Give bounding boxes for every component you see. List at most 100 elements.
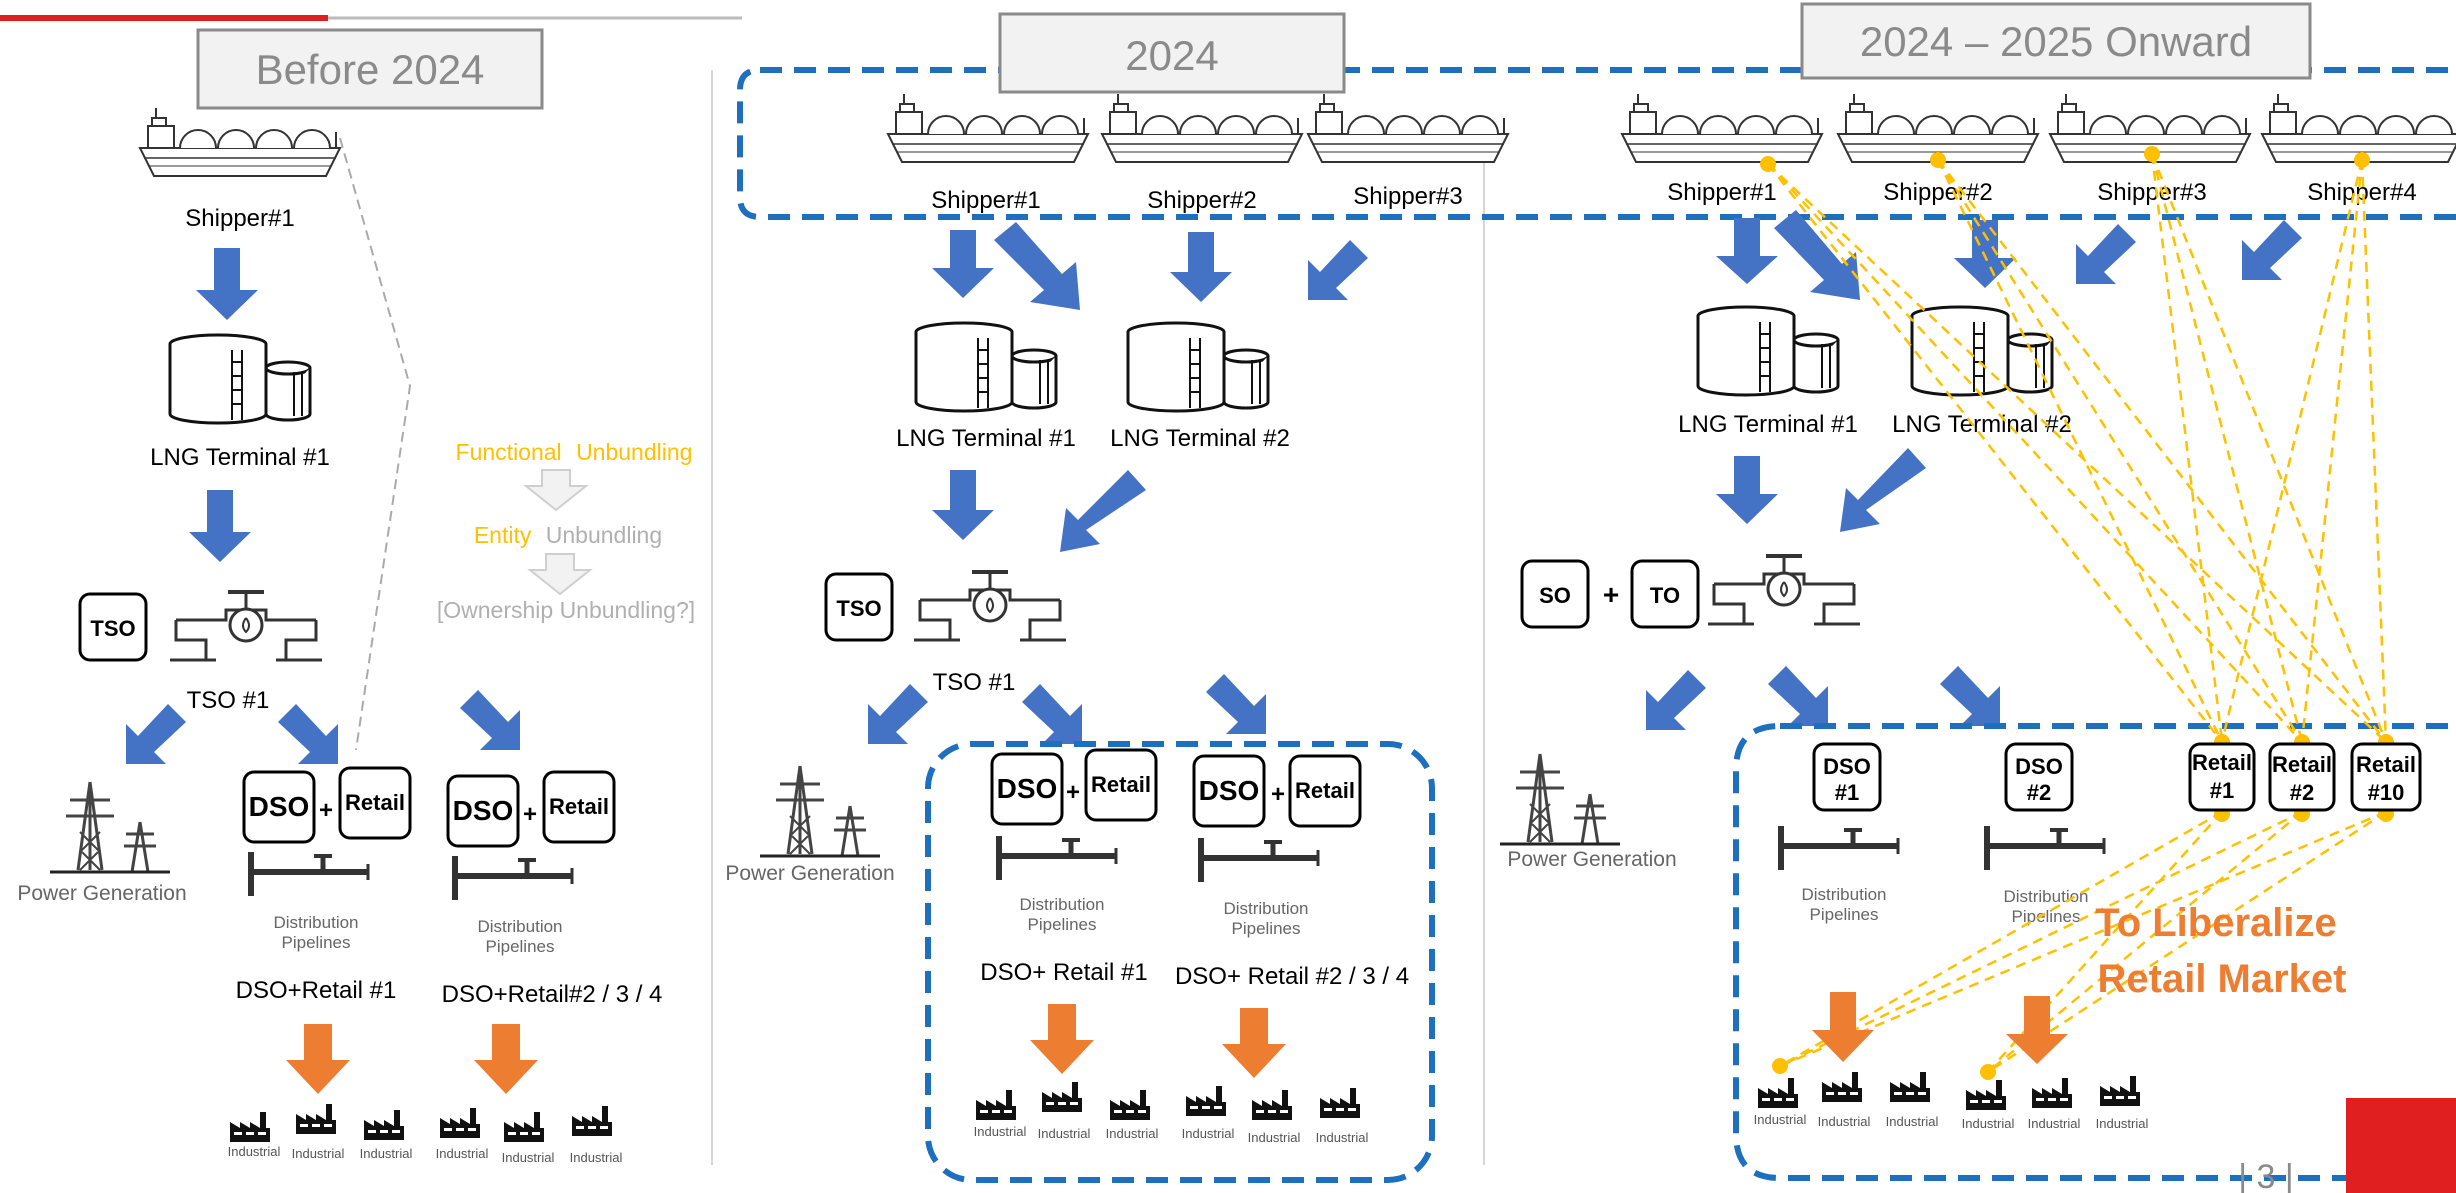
industrial-label: Industrial — [436, 1146, 489, 1161]
factory-icon — [1042, 1082, 1082, 1112]
y2024-retail1-label: Retail — [1091, 772, 1151, 797]
y2024-arrow-s1-t1-b — [994, 222, 1080, 310]
onward-regulated-dashed-box — [1733, 723, 2456, 1181]
factory-icon — [504, 1112, 544, 1142]
link-s2-r10 — [1937, 159, 2387, 743]
factory-icon — [976, 1090, 1016, 1120]
lng-tank-icon — [168, 333, 312, 425]
industrial-label: Industrial — [502, 1150, 555, 1165]
power-pylon-icon — [1498, 752, 1622, 846]
before-shipper-label: Shipper#1 — [185, 205, 294, 232]
onward-dso1-box — [1812, 742, 1882, 812]
industrial-label: Industrial — [1106, 1126, 1159, 1141]
title-2024: 2024 — [998, 12, 1346, 94]
industrial-label: Industrial — [1754, 1112, 1807, 1127]
before-dso1-box — [242, 770, 316, 844]
ship-icon — [2261, 93, 2456, 163]
onward-orange-arrow-a — [1812, 992, 1874, 1062]
before-group-b-label: DSO+Retail#2 / 3 / 4 — [442, 981, 663, 1008]
onward-arrow-to-dso2 — [1940, 666, 2000, 726]
y2024-arrow-t1-tso — [932, 470, 994, 540]
link-s1-r2 — [1767, 163, 2303, 743]
pipelines-label-2: Pipelines — [1028, 915, 1097, 934]
y2024-tso-box-label: TSO — [836, 596, 881, 621]
onward-dso2-label-a: DSO — [2015, 754, 2063, 779]
factory-icon — [230, 1112, 270, 1142]
before-dso1-label: DSO — [249, 791, 310, 822]
onward-terminal-2-label: LNG Terminal #2 — [1892, 411, 2072, 438]
before-retail1-label: Retail — [345, 790, 405, 815]
factory-icon — [296, 1104, 336, 1134]
y2024-arrow-s3-t2 — [1308, 240, 1368, 300]
before-tso-box-label: TSO — [90, 616, 135, 641]
onward-arrow-s3-t2 — [2076, 224, 2136, 284]
title-2024-onward: 2024 – 2025 Onward — [1800, 2, 2312, 80]
y2024-arrow-s1-t1 — [932, 230, 994, 298]
link-endpoints — [1760, 146, 2394, 1080]
y2024-terminals: LNG Terminal #1 LNG Terminal #2 — [896, 321, 1290, 452]
onward-shipper-1-label: Shipper#1 — [1667, 179, 1776, 206]
factory-icon — [1890, 1072, 1930, 1102]
onward-retail1-box — [2188, 742, 2256, 812]
industrial-label: Industrial — [1962, 1116, 2015, 1131]
pipelines-label-1: Distribution — [1019, 895, 1104, 914]
onward-to-box — [1630, 559, 1700, 629]
pipeline-icon — [248, 852, 368, 896]
link-s3-r10 — [2150, 153, 2388, 743]
before-dso-retail-1: DSO + Retail Distribution Pipelines DSO+… — [236, 766, 412, 1004]
onward-dso-2: DSO #2 Distribution Pipelines — [1984, 742, 2104, 926]
before-group-a-label: DSO+Retail #1 — [236, 977, 397, 1004]
onward-retail2-label-a: Retail — [2272, 752, 2332, 777]
functional-unbundling-label: Functional Unbundling — [456, 439, 693, 465]
factory-icon — [1966, 1080, 2006, 1110]
industrial-label: Industrial — [228, 1144, 281, 1159]
before-orange-arrow-b — [474, 1024, 538, 1094]
industrial-label: Industrial — [1316, 1130, 1369, 1145]
entity-unbundling-word: Unbundling — [546, 522, 662, 548]
link-r10-ind1 — [1779, 810, 2387, 1068]
before-arrow-shipper-terminal — [196, 248, 258, 320]
onward-retail10-label-b: #10 — [2368, 780, 2405, 805]
page-number: | 3 | — [2238, 1158, 2293, 1193]
title-before-text: Before 2024 — [256, 46, 485, 93]
lng-tank-icon — [1126, 321, 1270, 413]
onward-retail2-label-b: #2 — [2290, 780, 2314, 805]
factory-icon — [1822, 1072, 1862, 1102]
gas-valve-icon — [912, 570, 1068, 642]
y2024-shipper-1-label: Shipper#1 — [931, 187, 1040, 214]
factory-icon — [2100, 1076, 2140, 1106]
gas-valve-icon — [1706, 554, 1862, 626]
before-lng-terminal-1: LNG Terminal #1 — [150, 333, 330, 471]
y2024-group-a-label: DSO+ Retail #1 — [980, 959, 1147, 986]
lng-tank-icon — [914, 321, 1058, 413]
entity-unbundling-label: Entity Unbundling — [474, 522, 662, 548]
link-s4-r10 — [2360, 159, 2388, 743]
y2024-tso-box — [824, 572, 894, 642]
y2024-retail2-box — [1288, 754, 1362, 828]
factory-icon — [1186, 1086, 1226, 1116]
before-power-generation: Power Generation — [17, 780, 187, 905]
y2024-retail2-label: Retail — [1295, 778, 1355, 803]
industrial-label: Industrial — [1248, 1130, 1301, 1145]
before-dashed-link — [339, 137, 412, 751]
unbundling-steps: Functional Unbundling Entity Unbundling … — [437, 439, 695, 623]
factory-icon — [1758, 1078, 1798, 1108]
y2024-group-b-label: DSO+ Retail #2 / 3 / 4 — [1175, 963, 1409, 990]
onward-so-box — [1520, 559, 1590, 629]
onward-arrow-t2-so — [1840, 448, 1926, 532]
before-arrow-to-dso2 — [460, 690, 520, 750]
power-pylon-icon — [758, 764, 882, 858]
pipelines-label-2: Pipelines — [282, 933, 351, 952]
link-s3-r1 — [2150, 153, 2224, 743]
y2024-dso2-box — [1192, 754, 1266, 828]
onward-terminals: LNG Terminal #1 LNG Terminal #2 — [1678, 305, 2072, 438]
link-dot — [2144, 146, 2160, 162]
onward-shipper-3-label: Shipper#3 — [2097, 179, 2206, 206]
onward-arrow-to-power — [1646, 670, 1706, 730]
y2024-regulated-dashed-box — [925, 741, 1435, 1183]
y2024-terminal-2-label: LNG Terminal #2 — [1110, 425, 1290, 452]
onward-retail1-label-a: Retail — [2192, 750, 2252, 775]
onward-retail10-box — [2350, 742, 2422, 812]
industrial-label: Industrial — [360, 1146, 413, 1161]
gray-down-arrow-icon — [529, 553, 591, 595]
